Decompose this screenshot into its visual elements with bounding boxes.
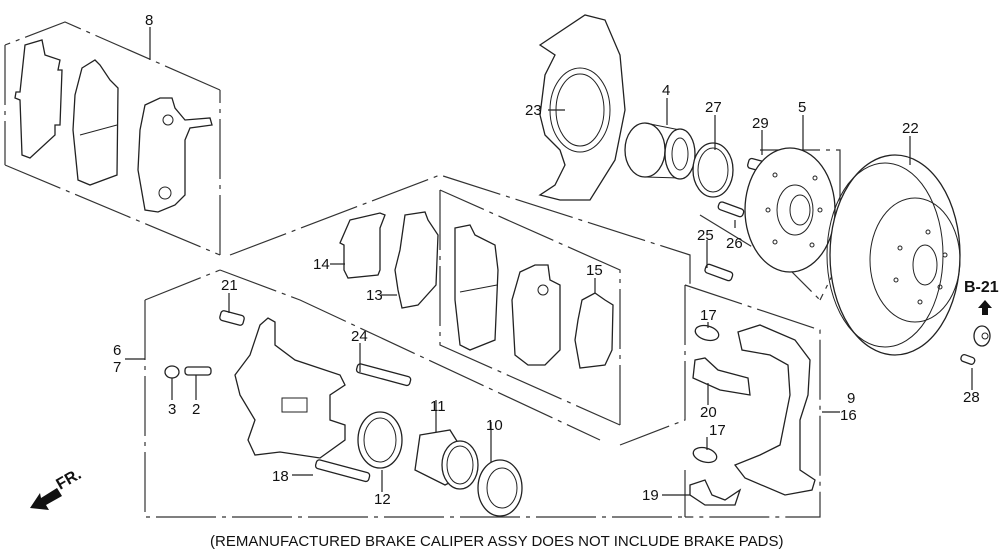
lower-pad-inner-part[interactable] xyxy=(511,264,561,366)
snap-ring-part[interactable] xyxy=(692,142,734,198)
brake-disc-part[interactable] xyxy=(826,154,961,356)
front-direction-marker: FR. xyxy=(30,466,84,510)
callout-15[interactable]: 15 xyxy=(586,262,603,279)
reference-b21[interactable]: B-21 xyxy=(964,279,999,315)
callout-26[interactable]: 26 xyxy=(726,235,743,252)
callout-14[interactable]: 14 xyxy=(313,256,330,273)
leader-lines xyxy=(125,27,973,496)
callout-20[interactable]: 20 xyxy=(700,404,717,421)
bracket-assy-boundary xyxy=(619,284,821,518)
upper-pad-inner-part[interactable] xyxy=(137,97,213,213)
callout-19[interactable]: 19 xyxy=(642,487,659,504)
pin-boot-lower-part[interactable] xyxy=(692,445,719,465)
callout-24[interactable]: 24 xyxy=(351,328,368,345)
callout-22[interactable]: 22 xyxy=(902,120,919,137)
hub-bearing-part[interactable] xyxy=(624,122,696,180)
pad-shim-c-part[interactable] xyxy=(574,292,614,369)
piston-seal-part[interactable] xyxy=(357,411,403,469)
callout-4[interactable]: 4 xyxy=(662,82,670,99)
callout-17-lower[interactable]: 17 xyxy=(709,422,726,439)
piston-part[interactable] xyxy=(414,429,479,490)
hub-bolt-part[interactable] xyxy=(717,201,745,218)
footnote: (REMANUFACTURED BRAKE CALIPER ASSY DOES … xyxy=(210,533,783,550)
callout-25[interactable]: 25 xyxy=(697,227,714,244)
callout-11[interactable]: 11 xyxy=(430,398,446,415)
front-direction-arrow-icon xyxy=(30,488,62,510)
callout-2[interactable]: 2 xyxy=(192,401,200,418)
pad-shim-a-part[interactable] xyxy=(339,212,386,279)
callout-29[interactable]: 29 xyxy=(752,115,769,132)
caliper-bracket-part[interactable] xyxy=(733,324,816,496)
pin-boot-upper-part[interactable] xyxy=(694,323,721,343)
callout-10[interactable]: 10 xyxy=(486,417,503,434)
upper-shim-part[interactable] xyxy=(14,39,63,159)
pad-set-lower-boundary xyxy=(439,189,621,426)
bracket-bolt-part[interactable] xyxy=(704,263,734,282)
callout-28[interactable]: 28 xyxy=(963,389,980,406)
pad-set-upper-boundary xyxy=(4,21,221,256)
callout-12[interactable]: 12 xyxy=(374,491,391,508)
callout-17-upper[interactable]: 17 xyxy=(700,307,717,324)
bleeder-cap-part[interactable] xyxy=(164,365,180,379)
caliper-assy-boundary xyxy=(144,269,686,518)
caliper-body-part[interactable] xyxy=(234,317,346,459)
pad-retainer-lower-part[interactable] xyxy=(689,479,742,506)
pad-shim-b-part[interactable] xyxy=(394,211,439,309)
bleeder-screw-part[interactable] xyxy=(184,366,212,376)
callout-5[interactable]: 5 xyxy=(798,99,806,116)
callout-27[interactable]: 27 xyxy=(705,99,722,116)
callout-labels: 8 23 4 27 29 5 22 26 25 14 13 15 21 6 7 … xyxy=(113,12,980,508)
disc-screw-part[interactable] xyxy=(960,353,976,365)
shim-set-boundary xyxy=(229,174,691,290)
callout-16[interactable]: 16 xyxy=(840,407,857,424)
callout-8[interactable]: 8 xyxy=(145,12,153,29)
pin-lower-part[interactable] xyxy=(314,459,371,483)
upper-pad-outer-part[interactable] xyxy=(72,59,119,186)
callout-18[interactable]: 18 xyxy=(272,468,289,485)
front-direction-label: FR. xyxy=(54,466,85,494)
callout-6[interactable]: 6 xyxy=(113,342,121,359)
callout-23[interactable]: 23 xyxy=(525,102,542,119)
callout-3[interactable]: 3 xyxy=(168,401,176,418)
callout-9[interactable]: 9 xyxy=(847,390,855,407)
callout-13[interactable]: 13 xyxy=(366,287,383,304)
callout-21[interactable]: 21 xyxy=(221,277,238,294)
pin-upper-part[interactable] xyxy=(355,363,412,387)
callout-7[interactable]: 7 xyxy=(113,359,121,376)
reference-label[interactable]: B-21 xyxy=(964,279,999,296)
splash-guard-part[interactable] xyxy=(538,14,626,201)
lower-pad-outer-part[interactable] xyxy=(454,224,499,351)
hub-part[interactable] xyxy=(744,147,836,273)
caliper-bolt-part[interactable] xyxy=(219,310,245,326)
disc-nut-part[interactable] xyxy=(973,325,991,347)
up-arrow-icon xyxy=(978,300,992,315)
piston-boot-part[interactable] xyxy=(477,459,523,517)
pad-retainer-upper-part[interactable] xyxy=(692,357,751,396)
